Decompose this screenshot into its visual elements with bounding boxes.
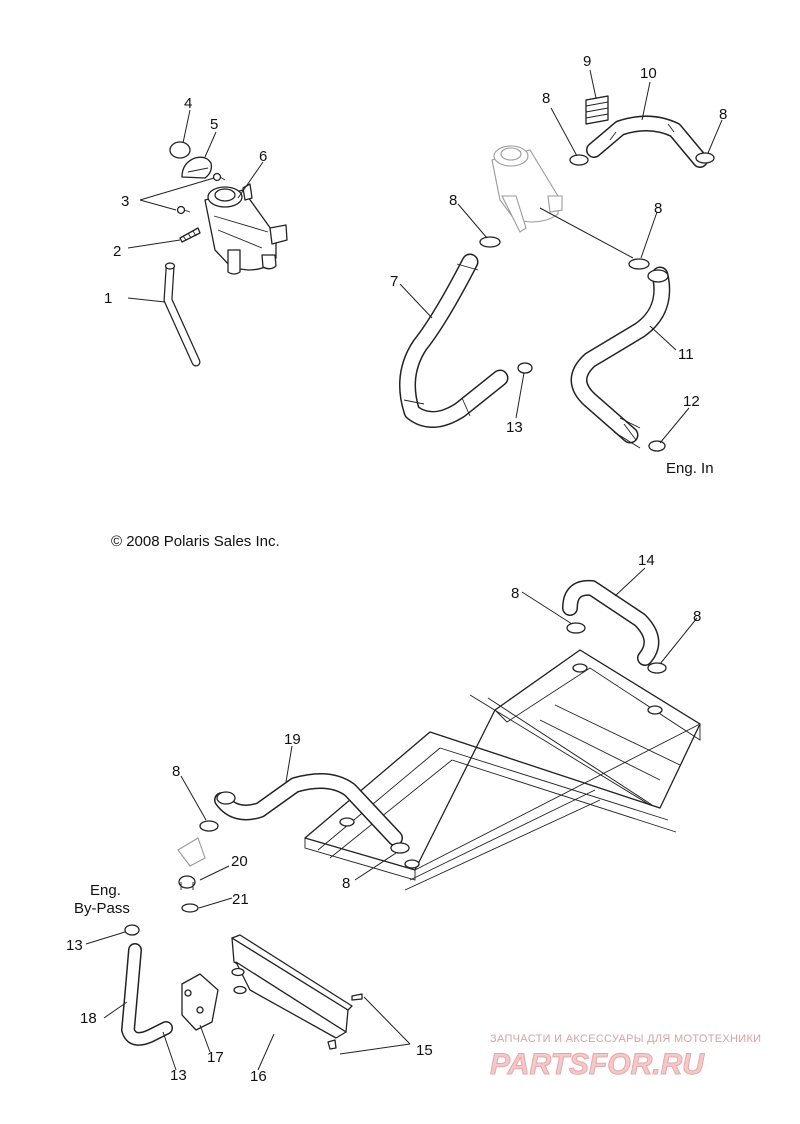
callout-10: 10 [640,65,657,82]
clamps-part-8-top [479,152,715,270]
ghost-reservoir [491,145,563,233]
clamp-part-13-top [517,362,533,374]
radiator-plate [304,649,701,891]
screws-part-15 [327,993,363,1050]
divider-line [487,697,653,806]
callout-4: 4 [184,95,192,112]
eng-bypass-label-2: By-Pass [74,900,130,917]
callout-8-f: 8 [693,608,701,625]
screws-part-3 [176,172,226,215]
callout-15: 15 [416,1042,433,1059]
callout-8-e: 8 [511,585,519,602]
hose-part-7 [399,253,509,428]
callout-13-c: 13 [170,1067,187,1084]
callout-8-b: 8 [719,106,727,123]
thermostat-part-20 [178,875,196,890]
callout-12: 12 [683,393,700,410]
heat-exchanger-part-16 [231,934,353,1039]
callout-8-d: 8 [654,200,662,217]
callout-20: 20 [231,853,248,870]
cap-seal-part-4 [169,141,191,159]
clamps-part-8-bottom [199,622,667,854]
o-ring-part-21 [181,903,199,913]
overflow-hose-part-1 [163,262,201,367]
hose-part-19 [214,773,403,846]
callout-7: 7 [390,273,398,290]
eng-bypass-label-1: Eng. [90,882,121,899]
callout-13-b: 13 [66,937,83,954]
callout-8-h: 8 [342,875,350,892]
hose-part-14 [562,579,660,666]
callout-21: 21 [232,891,249,908]
copyright: © 2008 Polaris Sales Inc. [111,533,280,550]
callout-9: 9 [583,53,591,70]
bracket-part-17 [181,973,219,1031]
ghost-thermostat-housing [177,837,206,867]
callout-8-c: 8 [449,192,457,209]
callout-5: 5 [210,116,218,133]
callout-17: 17 [207,1049,224,1066]
watermark-brand: PARTSFOR.RU [490,1048,705,1081]
watermark-tagline: ЗАПЧАСТИ И АКСЕССУАРЫ ДЛЯ МОТОТЕХНИКИ [490,1033,761,1045]
hose-part-10 [586,115,708,168]
hose-part-11 [570,266,671,449]
spring-part-9 [585,95,609,125]
callout-8-a: 8 [542,90,550,107]
callout-14: 14 [638,552,655,569]
callout-13-a: 13 [506,419,523,436]
hose-clamp-part-2 [179,227,201,243]
callout-2: 2 [113,243,121,260]
hose-part-18 [121,924,173,1046]
eng-in-label: Eng. In [666,460,714,477]
callout-16: 16 [250,1068,267,1085]
callout-18: 18 [80,1010,97,1027]
plug-part-12 [648,440,666,452]
callout-1: 1 [104,290,112,307]
leader-lines [85,69,723,1071]
callout-19: 19 [284,731,301,748]
callout-8-g: 8 [172,763,180,780]
pressure-cap-part-5 [181,156,213,179]
coolant-reservoir-part-6 [204,183,288,275]
callout-11: 11 [678,346,694,363]
callout-3: 3 [121,193,129,210]
callout-6: 6 [259,148,267,165]
